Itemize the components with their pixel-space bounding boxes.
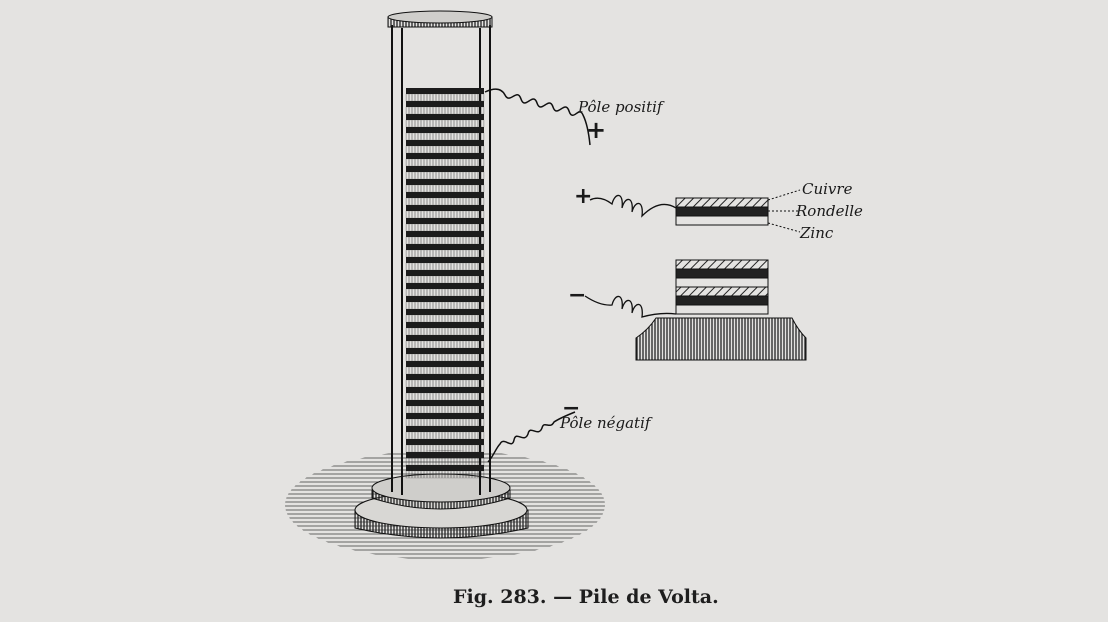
two-element-detail: − bbox=[568, 259, 807, 361]
stack-washer bbox=[405, 119, 485, 128]
stack-disk bbox=[406, 166, 484, 172]
stack-disk bbox=[406, 361, 484, 367]
stack-disk bbox=[406, 413, 484, 419]
positive-pole-label: Pôle positif bbox=[577, 98, 665, 116]
top-plate bbox=[387, 10, 493, 28]
stack-washer bbox=[405, 132, 485, 141]
stack-disk bbox=[406, 296, 484, 302]
stack-washer bbox=[405, 210, 485, 219]
disk-stack bbox=[405, 88, 485, 479]
stack-disk bbox=[406, 257, 484, 263]
pile-base bbox=[354, 473, 529, 539]
stack-washer bbox=[405, 314, 485, 323]
stack-washer bbox=[405, 106, 485, 115]
stack-disk bbox=[406, 231, 484, 237]
stack-disk bbox=[406, 114, 484, 120]
stack-disk bbox=[406, 426, 484, 432]
stack-washer bbox=[405, 470, 485, 479]
stack-washer bbox=[405, 275, 485, 284]
stack-washer bbox=[405, 288, 485, 297]
stack-washer bbox=[405, 93, 485, 102]
stack-washer bbox=[405, 223, 485, 232]
stack-washer bbox=[405, 145, 485, 154]
stack-disk bbox=[406, 153, 484, 159]
stack-disk bbox=[406, 179, 484, 185]
stack-disk bbox=[406, 283, 484, 289]
stack-washer bbox=[405, 197, 485, 206]
detail-plus-sign: + bbox=[574, 184, 592, 209]
stack-washer bbox=[405, 405, 485, 414]
stack-washer bbox=[405, 457, 485, 466]
stack-washer bbox=[405, 431, 485, 440]
stack-disk bbox=[406, 88, 484, 94]
stack-washer bbox=[405, 236, 485, 245]
stack-disk bbox=[406, 465, 484, 471]
stack-washer bbox=[405, 262, 485, 271]
stack-washer bbox=[405, 301, 485, 310]
negative-pole-label: Pôle négatif bbox=[559, 414, 653, 432]
negative-wire bbox=[487, 411, 576, 463]
stack-disk bbox=[406, 387, 484, 393]
stack-disk bbox=[406, 101, 484, 107]
stack-disk bbox=[406, 192, 484, 198]
stack-washer bbox=[405, 418, 485, 427]
stack-disk bbox=[406, 244, 484, 250]
stack-washer bbox=[405, 171, 485, 180]
stack-disk bbox=[406, 140, 484, 146]
stack-disk bbox=[406, 452, 484, 458]
stack-disk bbox=[406, 127, 484, 133]
stack-disk bbox=[406, 270, 484, 276]
stack-washer bbox=[405, 379, 485, 388]
stack-disk bbox=[406, 322, 484, 328]
stack-disk bbox=[406, 439, 484, 445]
stack-washer bbox=[405, 340, 485, 349]
copper-label: Cuivre bbox=[802, 180, 853, 198]
stack-disk bbox=[406, 205, 484, 211]
negative-pole-minus-sign: − bbox=[562, 396, 580, 421]
stack-washer bbox=[405, 444, 485, 453]
stack-washer bbox=[405, 392, 485, 401]
stack-disk bbox=[406, 218, 484, 224]
stack-washer bbox=[405, 366, 485, 375]
stack-disk bbox=[406, 400, 484, 406]
figure-caption: Fig. 283. — Pile de Volta. bbox=[453, 586, 719, 608]
stack-disk bbox=[406, 309, 484, 315]
stack-disk bbox=[406, 348, 484, 354]
washer-label: Rondelle bbox=[795, 202, 863, 220]
stack-washer bbox=[405, 158, 485, 167]
detail-minus-sign: − bbox=[568, 283, 586, 308]
stack-washer bbox=[405, 249, 485, 258]
stack-disk bbox=[406, 335, 484, 341]
single-element-detail: + Cuivre Rondelle Zinc bbox=[574, 180, 863, 242]
stack-washer bbox=[405, 353, 485, 362]
stack-washer bbox=[405, 327, 485, 336]
stack-washer bbox=[405, 184, 485, 193]
positive-pole-plus-sign: + bbox=[586, 116, 606, 144]
stack-disk bbox=[406, 374, 484, 380]
zinc-label: Zinc bbox=[799, 224, 834, 242]
positive-wire bbox=[484, 88, 591, 146]
